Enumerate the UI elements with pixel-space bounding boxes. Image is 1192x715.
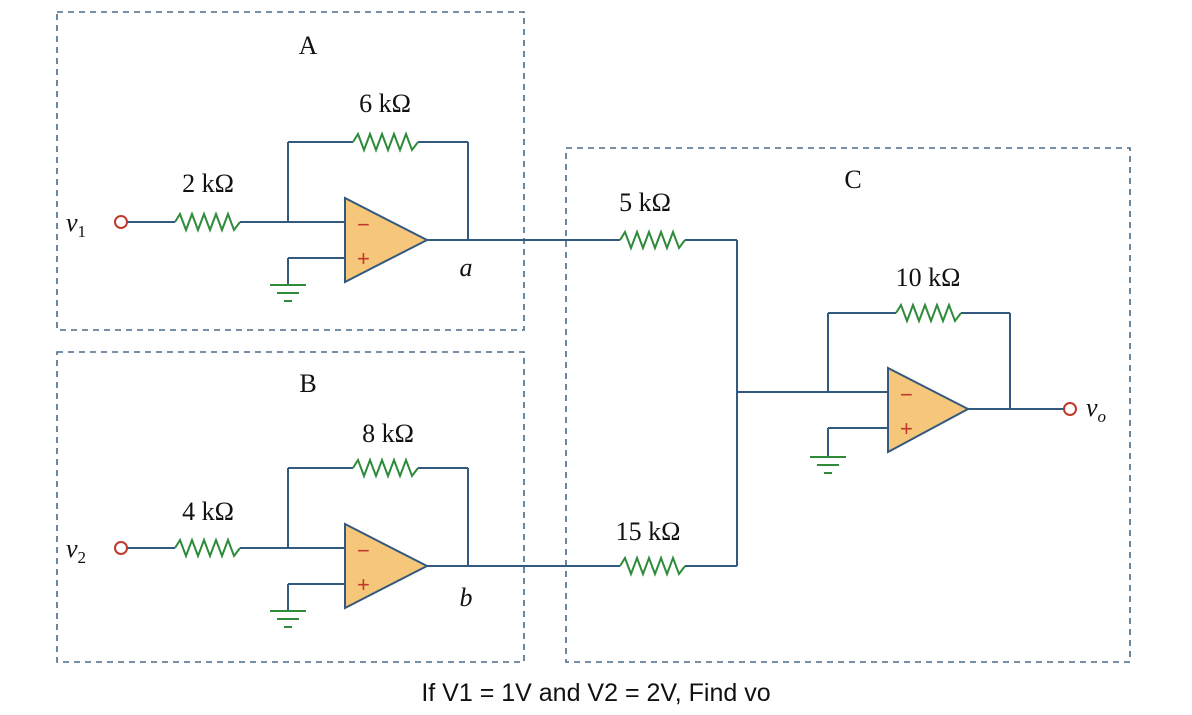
- v2-label: v2: [66, 534, 86, 567]
- stage-a: v1 2 kΩ 6 kΩ − + a: [66, 89, 620, 302]
- resistor-10k-label: 10 kΩ: [896, 263, 961, 292]
- resistor-5k: [619, 229, 686, 251]
- resistor-6k: [352, 131, 419, 153]
- v2-terminal: [114, 541, 128, 555]
- resistor-15k-label: 15 kΩ: [616, 517, 681, 546]
- opamp-b-minus: −: [357, 538, 370, 563]
- opamp-a-minus: −: [357, 212, 370, 237]
- resistor-2k: [174, 211, 241, 233]
- node-a-label: a: [460, 253, 473, 282]
- resistor-15k: [619, 555, 686, 577]
- block-b-box: [56, 351, 525, 663]
- resistor-6k-label: 6 kΩ: [359, 89, 411, 118]
- block-c-label: C: [844, 165, 861, 194]
- stage-c: 5 kΩ 15 kΩ 10 kΩ − + vo: [616, 188, 1106, 577]
- resistor-8k: [352, 457, 419, 479]
- resistor-10k: [895, 302, 962, 324]
- opamp-a: [344, 196, 430, 284]
- node-b-label: b: [460, 583, 473, 612]
- stage-b: v2 4 kΩ 8 kΩ − + b: [66, 419, 620, 628]
- resistor-4k: [174, 537, 241, 559]
- opamp-c-plus: +: [900, 416, 913, 441]
- resistor-2k-label: 2 kΩ: [182, 169, 234, 198]
- resistor-5k-label: 5 kΩ: [619, 188, 671, 217]
- opamp-b-plus: +: [357, 572, 370, 597]
- opamp-b: [344, 522, 430, 610]
- vo-label: vo: [1086, 393, 1106, 426]
- v1-terminal: [114, 215, 128, 229]
- opamp-c: [887, 366, 971, 454]
- block-b-label: B: [299, 369, 316, 398]
- resistor-8k-label: 8 kΩ: [362, 419, 414, 448]
- ground-icon: [270, 284, 306, 302]
- block-a-box: [56, 11, 525, 331]
- opamp-c-minus: −: [900, 382, 913, 407]
- vo-terminal: [1063, 402, 1077, 416]
- ground-icon: [810, 456, 846, 474]
- ground-icon: [270, 610, 306, 628]
- opamp-a-plus: +: [357, 246, 370, 271]
- v1-label: v1: [66, 208, 86, 241]
- block-a-label: A: [299, 31, 318, 60]
- resistor-4k-label: 4 kΩ: [182, 497, 234, 526]
- question-text: If V1 = 1V and V2 = 2V, Find vo: [421, 679, 770, 707]
- block-c-box: [565, 147, 1131, 663]
